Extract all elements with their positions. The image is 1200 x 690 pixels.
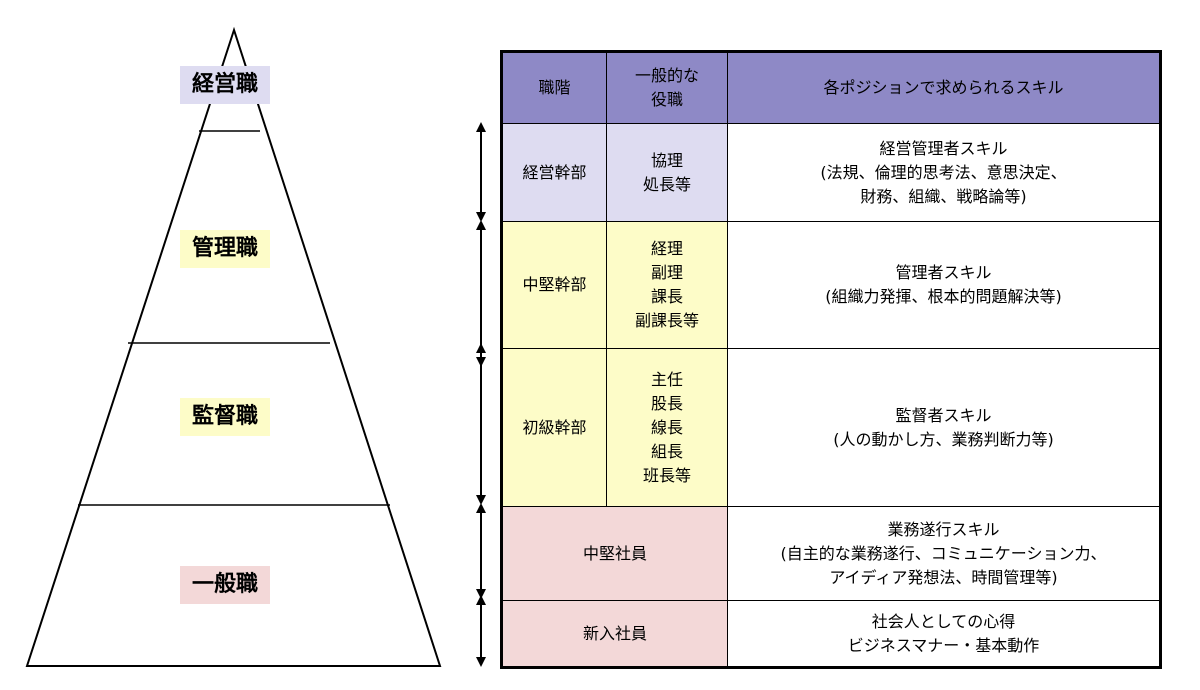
table-header-row: 職階 一般的な 役職 各ポジションで求められるスキル: [501, 51, 1161, 124]
table-row: 新入社員 社会人としての心得 ビジネスマナー・基本動作: [501, 600, 1161, 668]
header-rank: 職階: [501, 51, 607, 124]
skills-table: 職階 一般的な 役職 各ポジションで求められるスキル 経営幹部 協理 処長等 経…: [500, 50, 1162, 669]
rank-cell: 新入社員: [501, 600, 728, 668]
rank-cell: 中堅幹部: [501, 221, 607, 349]
pyramid-outline: [25, 26, 442, 667]
skill-cell: 管理者スキル (組織力発揮、根本的問題解決等): [727, 221, 1161, 349]
skill-cell: 監督者スキル (人の動かし方、業務判断力等): [727, 348, 1161, 507]
header-skill: 各ポジションで求められるスキル: [727, 51, 1161, 124]
pyramid-level-management: 管理職: [180, 230, 271, 268]
rank-cell: 初級幹部: [501, 348, 607, 507]
pyramid-level-executive: 経営職: [180, 66, 271, 104]
table-row: 中堅幹部 経理 副理 課長 副課長等 管理者スキル (組織力発揮、根本的問題解決…: [501, 221, 1161, 349]
titles-cell: 経理 副理 課長 副課長等: [606, 221, 728, 349]
skill-cell: 経営管理者スキル (法規、倫理的思考法、意思決定、 財務、組織、戦略論等): [727, 123, 1161, 222]
skill-cell: 業務遂行スキル (自主的な業務遂行、コミュニケーション力、 アイディア発想法、時…: [727, 506, 1161, 601]
titles-cell: 協理 処長等: [606, 123, 728, 222]
range-arrows: [476, 122, 486, 667]
table-row: 中堅社員 業務遂行スキル (自主的な業務遂行、コミュニケーション力、 アイディア…: [501, 506, 1161, 601]
skill-cell: 社会人としての心得 ビジネスマナー・基本動作: [727, 600, 1161, 668]
table-row: 初級幹部 主任 股長 線長 組長 班長等 監督者スキル (人の動かし方、業務判断…: [501, 348, 1161, 507]
pyramid-level-supervisor: 監督職: [180, 398, 271, 436]
header-title: 一般的な 役職: [606, 51, 728, 124]
titles-cell: 主任 股長 線長 組長 班長等: [606, 348, 728, 507]
pyramid-diagram: [25, 26, 442, 667]
pyramid-level-general: 一般職: [180, 566, 271, 604]
rank-cell: 経営幹部: [501, 123, 607, 222]
rank-cell: 中堅社員: [501, 506, 728, 601]
table-row: 経営幹部 協理 処長等 経営管理者スキル (法規、倫理的思考法、意思決定、 財務…: [501, 123, 1161, 222]
